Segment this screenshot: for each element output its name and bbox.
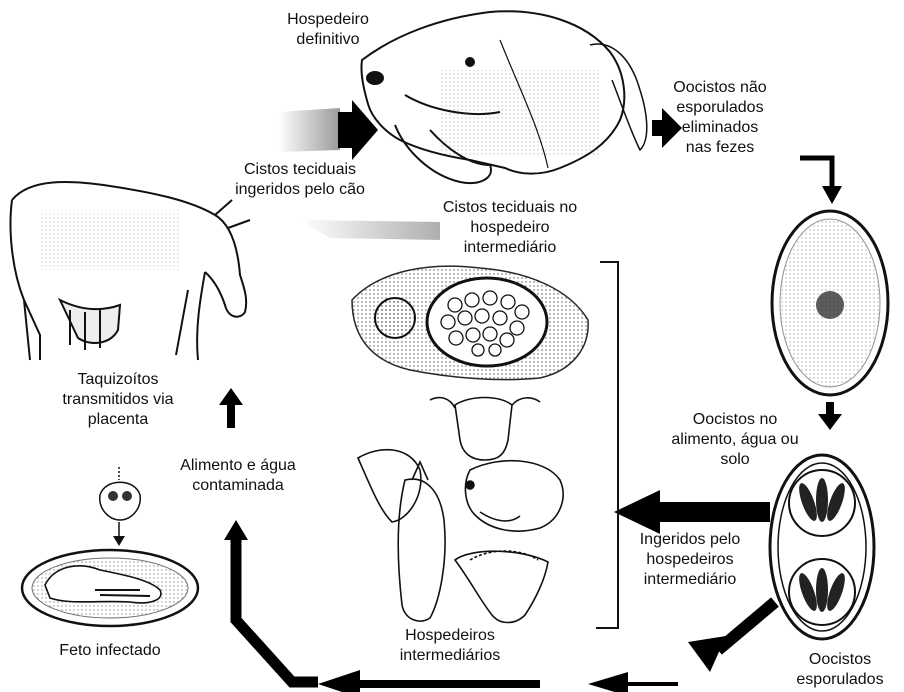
arrow-to-unsporulated — [800, 158, 832, 188]
arrow-oocyst-diagonal — [718, 602, 775, 650]
fetus-icon — [22, 550, 198, 626]
ingestion-shade — [278, 108, 340, 152]
arrow-bottom-right — [588, 672, 678, 692]
unsporulated-oocyst-icon — [772, 211, 888, 395]
placenta-icon — [100, 467, 140, 546]
definitive-host-label: Hospedeiro definitivo — [263, 10, 393, 50]
unsporulated-oocysts-label: Oocistos não esporulados eliminados nas … — [655, 78, 785, 158]
arrow-to-cow — [219, 388, 243, 428]
arrow-up-left — [236, 538, 318, 682]
cow-icon — [11, 182, 251, 360]
tachyzoites-label: Taquizoítos transmitidos via placenta — [28, 370, 208, 430]
oocysts-environment-label: Oocistos no alimento, água ou solo — [650, 410, 820, 470]
tissue-cysts-ingested-label: Cistos teciduais ingeridos pelo cão — [200, 160, 400, 200]
tissue-cysts-intermediate-label: Cistos teciduais no hospedeiro intermedi… — [410, 198, 610, 258]
sporulated-oocysts-label: Oocistos esporulados — [780, 650, 900, 690]
arrow-to-sporulated — [818, 402, 842, 430]
arrow-bottom-mid — [318, 670, 540, 692]
infected-fetus-label: Feto infectado — [30, 641, 190, 661]
sporulated-oocyst-icon — [770, 455, 874, 639]
arrow-oocyst-to-hosts — [614, 490, 770, 534]
arrow-into-dog — [338, 100, 378, 160]
intermediate-hosts-label: Hospedeiros intermediários — [375, 626, 525, 666]
intermediate-hosts-icon — [358, 398, 563, 623]
tissue-cyst-icon — [352, 266, 588, 379]
ingested-by-intermediate-label: Ingeridos pelo hospedeiros intermediário — [615, 530, 765, 590]
dog-head-icon — [361, 11, 646, 183]
food-water-label: Alimento e água contaminada — [158, 456, 318, 496]
